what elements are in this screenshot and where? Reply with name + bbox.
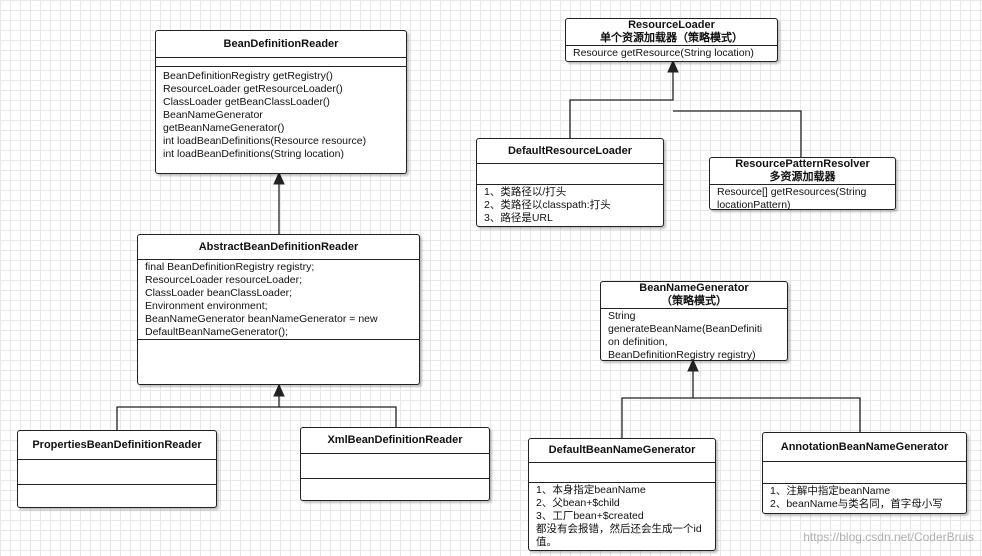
class-attributes	[477, 163, 663, 184]
class-subtitle: （策略模式）	[661, 295, 727, 307]
edge-pbdr-abdr	[116, 385, 280, 430]
class-attributes	[18, 459, 216, 484]
class-name: BeanNameGenerator	[639, 282, 749, 294]
class-attributes	[301, 453, 489, 478]
interface-title: BeanNameGenerator （策略模式）	[601, 282, 787, 308]
class-attributes	[763, 461, 966, 483]
class-methods: BeanDefinitionRegistry getRegistry() Res…	[156, 66, 406, 173]
class-methods	[18, 484, 216, 507]
class-methods: Resource[] getResources(String locationP…	[710, 184, 895, 213]
edge-abng-bng	[693, 397, 861, 432]
arrowhead-rl	[667, 59, 679, 73]
class-annotation-bean-name-generator[interactable]: AnnotationBeanNameGenerator 1、注解中指定beanN…	[762, 432, 967, 514]
class-name: AnnotationBeanNameGenerator	[780, 440, 949, 453]
class-name: ResourcePatternResolver	[735, 158, 870, 170]
watermark-text: https://blog.csdn.net/CoderBruis	[803, 530, 974, 544]
interface-resource-pattern-resolver[interactable]: ResourcePatternResolver 多资源加载器 Resource[…	[709, 157, 896, 213]
arrowhead-abdr	[273, 383, 285, 397]
class-default-bean-name-generator[interactable]: DefaultBeanNameGenerator 1、本身指定beanName …	[528, 438, 716, 551]
class-name: ResourceLoader	[628, 19, 715, 31]
edge-drl-rl	[569, 61, 674, 138]
class-subtitle: 多资源加载器	[769, 171, 836, 183]
class-name: XmlBeanDefinitionReader	[327, 434, 463, 446]
arrowhead-bng	[687, 358, 699, 372]
class-name: AbstractBeanDefinitionReader	[198, 240, 359, 253]
interface-bean-name-generator[interactable]: BeanNameGenerator （策略模式） String generate…	[600, 281, 788, 361]
class-subtitle: 单个资源加载器（策略模式）	[600, 32, 743, 44]
class-name: BeanDefinitionReader	[223, 37, 339, 50]
class-methods: 1、本身指定beanName 2、父bean+$child 3、工厂bean+$…	[529, 482, 715, 550]
class-methods	[138, 339, 419, 384]
class-abstract-bean-definition-reader[interactable]: AbstractBeanDefinitionReader final BeanD…	[137, 234, 420, 385]
class-bean-definition-reader[interactable]: BeanDefinitionReader BeanDefinitionRegis…	[155, 30, 407, 174]
edge-rpr-rl	[673, 110, 802, 157]
arrowhead-bdr	[273, 171, 285, 185]
class-methods: String generateBeanName(BeanDefiniti on …	[601, 308, 787, 363]
class-name: PropertiesBeanDefinitionReader	[32, 438, 202, 451]
class-name: DefaultBeanNameGenerator	[548, 444, 696, 457]
edge-xbdr-abdr	[279, 406, 397, 427]
class-name: DefaultResourceLoader	[507, 144, 633, 157]
class-methods	[301, 478, 489, 500]
class-xml-bean-definition-reader[interactable]: XmlBeanDefinitionReader	[300, 427, 490, 501]
interface-title: ResourceLoader 单个资源加载器（策略模式）	[566, 19, 777, 45]
class-properties-bean-definition-reader[interactable]: PropertiesBeanDefinitionReader	[17, 430, 217, 508]
class-methods: 1、类路径以/打头 2、类路径以classpath:打头 3、路径是URL	[477, 184, 663, 226]
class-default-resource-loader[interactable]: DefaultResourceLoader 1、类路径以/打头 2、类路径以cl…	[476, 138, 664, 227]
interface-title: ResourcePatternResolver 多资源加载器	[710, 158, 895, 184]
class-attributes: final BeanDefinitionRegistry registry; R…	[138, 259, 419, 339]
interface-resource-loader[interactable]: ResourceLoader 单个资源加载器（策略模式） Resource ge…	[565, 18, 778, 62]
class-methods: 1、注解中指定beanName 2、beanName与类名同，首字母小写	[763, 483, 966, 513]
class-attributes	[529, 462, 715, 482]
edge-dbng-bng	[621, 360, 694, 438]
class-methods: Resource getResource(String location)	[566, 45, 777, 61]
class-attributes	[156, 57, 406, 66]
